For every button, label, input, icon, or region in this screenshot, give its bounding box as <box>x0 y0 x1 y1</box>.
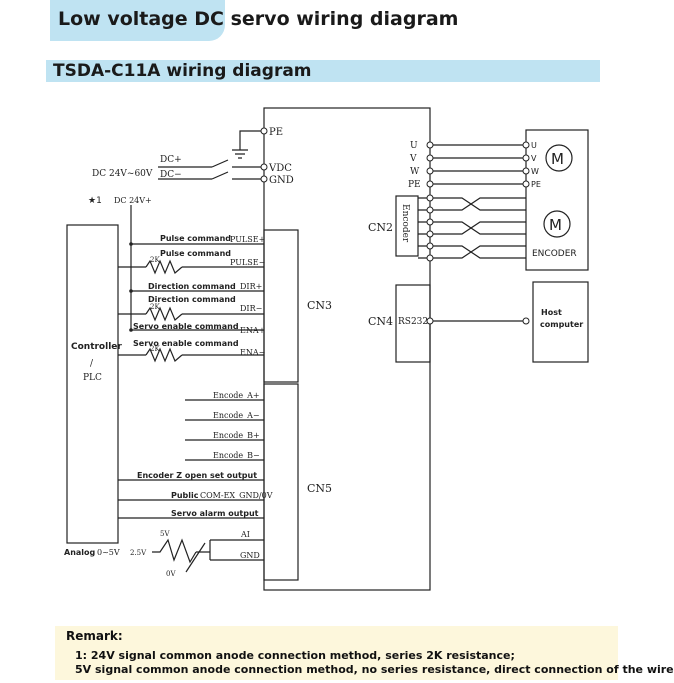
dir-plus-label: DIR+ <box>240 282 262 291</box>
remark-line-2: 5V signal common anode connection method… <box>75 663 674 676</box>
encode-b-plus-label: Encode_B+ <box>213 431 260 440</box>
ena-cmd-label-2: Servo enable command <box>133 339 239 348</box>
cn3-label: CN3 <box>307 299 332 312</box>
dir-cmd-label: Direction command <box>148 282 236 291</box>
motor-side-pe: PE <box>408 180 421 190</box>
motor-v-label: V <box>531 154 537 163</box>
remark-line-1: 1: 24V signal common anode connection me… <box>75 649 515 662</box>
pulse-cmd-label: Pulse command <box>160 234 231 243</box>
ena-cmd-label: Servo enable command <box>133 322 239 331</box>
encoder-vertical-label: Encoder <box>400 204 410 243</box>
pulse-plus-label: PULSE+ <box>230 235 265 244</box>
analog-top-label: 5V <box>160 530 170 538</box>
section-highlight <box>46 60 600 82</box>
analog-bottom-label: 0V <box>166 570 176 578</box>
motor-u-label: U <box>531 141 537 150</box>
motor-side-v: V <box>409 154 417 164</box>
dir-cmd-label-2: Direction command <box>148 295 236 304</box>
resistor-label-3: 2K <box>150 345 160 353</box>
motor-symbol-1 <box>545 144 573 172</box>
page-title: Low voltage DC servo wiring diagram <box>58 8 459 30</box>
pulse-cmd-label-2: Pulse command <box>160 249 231 258</box>
pulse-minus-label: PULSE− <box>230 258 265 267</box>
gnd-label: GND <box>269 175 294 186</box>
motor-pe-label: PE <box>531 180 541 189</box>
encode-b-minus-label: Encode_B− <box>213 451 260 460</box>
encoder-connector-box <box>395 195 419 257</box>
dc-minus-label: DC− <box>160 170 182 180</box>
encode-a-plus-label: Encode_A+ <box>213 391 260 400</box>
dc-plus-label: DC+ <box>160 155 182 165</box>
analog-range-label: 0~5V <box>97 548 120 557</box>
host-label: Host <box>541 308 562 317</box>
remark-title: Remark: <box>66 629 123 643</box>
section-title: TSDA-C11A wiring diagram <box>53 61 312 81</box>
star-note: ★1 <box>88 196 102 206</box>
pe-label: PE <box>269 127 283 138</box>
analog-mid-label: 2.5V <box>130 549 147 557</box>
supply-label: DC 24V~60V <box>92 169 153 179</box>
analog-label: Analog <box>64 548 96 557</box>
motor-side-u: U <box>410 141 418 151</box>
motor-m-2: M <box>549 216 562 234</box>
remark-box <box>55 626 618 680</box>
ena-minus-label: ENA− <box>240 348 265 357</box>
motor-symbol-2 <box>543 210 571 238</box>
motor-w-label: W <box>531 167 539 176</box>
cn2-label: CN2 <box>368 221 393 234</box>
host-box <box>532 281 589 363</box>
encode-a-minus-label: Encode_A− <box>213 411 260 420</box>
controller-box <box>66 224 119 544</box>
resistor-label-1: 2K <box>150 256 160 264</box>
title-highlight <box>50 0 225 41</box>
motor-encoder-label: ENCODER <box>532 249 577 259</box>
wiring-diagram: PE VDC GND DC+ DC− DC 24V~60V ★1 DC 24V+… <box>64 107 589 591</box>
dc24-label: DC 24V+ <box>114 196 152 205</box>
plc-label: PLC <box>83 373 102 383</box>
cn5-panel <box>263 383 299 581</box>
controller-slash: / <box>90 359 94 369</box>
controller-label: Controller <box>71 342 122 352</box>
cn5-label: CN5 <box>307 482 332 495</box>
servo-alarm-label: Servo alarm output <box>171 509 259 518</box>
vdc-label: VDC <box>268 163 292 174</box>
encoder-z-label: Encoder Z open set output <box>137 471 257 480</box>
analog-gnd-label: GND <box>240 551 260 560</box>
host-computer-label: computer <box>540 320 583 329</box>
ena-plus-label: ENA+ <box>240 326 265 335</box>
motor-box <box>525 129 589 271</box>
motor-side-w: W <box>410 167 420 177</box>
resistor-label-2: 2K <box>150 303 160 311</box>
cn4-label: CN4 <box>368 315 393 328</box>
dir-minus-label: DIR− <box>240 304 262 313</box>
public-value-label: COM-EX_GND/0V <box>200 491 273 500</box>
motor-m-1: M <box>551 150 564 168</box>
cn3-panel <box>263 229 299 383</box>
public-label: Public <box>171 491 199 500</box>
ai-label: AI <box>240 530 250 539</box>
rs232-label: RS232 <box>398 317 428 327</box>
